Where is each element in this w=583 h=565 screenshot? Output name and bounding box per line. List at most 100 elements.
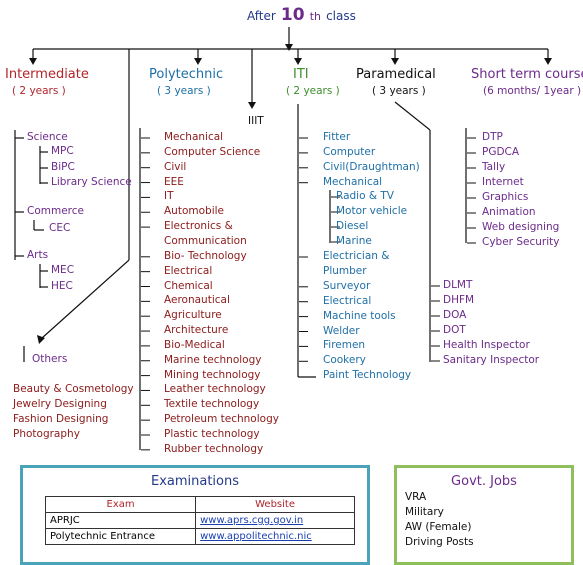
- list-item: Plastic technology: [164, 428, 260, 440]
- list-item: Bio- Technology: [164, 249, 247, 262]
- list-item: Welder: [323, 324, 360, 337]
- polytechnic-heading: Polytechnic: [149, 67, 224, 82]
- table-row: Polytechnic Entrance www.appolitechnic.n…: [44, 528, 355, 545]
- list-item: Electrical: [164, 264, 213, 277]
- polytechnic-duration: ( 3 years ): [157, 85, 211, 97]
- website-link-text[interactable]: www.appolitechnic.nic: [200, 531, 312, 542]
- govt-job-item: AW (Female): [405, 521, 472, 533]
- list-item: DHFM: [443, 294, 475, 306]
- list-item: Communication: [164, 234, 247, 247]
- list-item: Electrician &: [323, 250, 390, 262]
- arts-label: Arts: [27, 249, 49, 261]
- title-number: 10: [280, 5, 305, 25]
- others-item: Beauty & Cosmetology: [13, 383, 134, 395]
- title-prefix: After: [247, 9, 276, 23]
- list-item: DLMT: [443, 279, 473, 291]
- list-item: Plumber: [323, 264, 367, 277]
- list-item: Electrical: [323, 294, 372, 307]
- list-item: Electronics &: [164, 220, 233, 233]
- list-item: Computer: [323, 145, 376, 158]
- arts-item: MEC: [51, 264, 75, 276]
- table-row: APRJC www.aprs.cgg.gov.in: [44, 512, 355, 529]
- arts-item: HEC: [51, 280, 73, 292]
- list-item: Petroleum technology: [164, 413, 279, 426]
- list-item: Agriculture: [164, 309, 222, 322]
- science-item: MPC: [51, 145, 74, 157]
- list-item: Firemen: [323, 339, 366, 352]
- science-item: Library Science: [51, 176, 132, 188]
- list-item: Rubber technology: [164, 442, 264, 455]
- science-label: Science: [27, 131, 68, 143]
- iti-duration: ( 2 years ): [286, 85, 340, 97]
- others-item: Fashion Designing: [13, 413, 109, 425]
- list-item: Architecture: [164, 324, 229, 337]
- list-item: Paint Technology: [323, 369, 412, 382]
- intermediate-duration: ( 2 years ): [12, 85, 66, 97]
- list-item: Graphics: [482, 191, 529, 203]
- short-term-duration: (6 months/ 1year ): [483, 85, 582, 97]
- list-item: Computer Science: [164, 145, 261, 158]
- website-link[interactable]: www.aprs.cgg.gov.in: [195, 512, 355, 529]
- paramedical-duration: ( 3 years ): [372, 85, 426, 97]
- list-item: DTP: [482, 131, 503, 143]
- list-item: IT: [164, 190, 174, 203]
- list-item: Machine tools: [323, 309, 396, 322]
- col-exam-header: Exam: [44, 496, 197, 513]
- page-title: After 10 th class: [247, 5, 356, 25]
- list-item: Animation: [482, 206, 536, 218]
- list-item: Cyber Security: [482, 236, 560, 248]
- list-item: Fitter: [323, 131, 351, 143]
- list-item: Chemical: [164, 279, 213, 292]
- list-item: Tally: [482, 161, 506, 173]
- list-item: EEE: [164, 175, 184, 188]
- title-tail: class: [326, 9, 356, 23]
- list-item: Civil(Draughtman): [323, 160, 420, 173]
- examinations-box: Examinations Exam Website APRJC www.aprs…: [20, 465, 370, 565]
- examinations-table: Exam Website APRJC www.aprs.cgg.gov.in P…: [44, 496, 355, 545]
- govt-job-item: VRA: [405, 491, 427, 503]
- iti-heading: ITI: [293, 67, 309, 82]
- list-item: Internet: [482, 176, 524, 188]
- list-item: Mining technology: [164, 368, 261, 381]
- list-item: Bio-Medical: [164, 338, 225, 351]
- science-item: BiPC: [51, 161, 75, 173]
- govt-jobs-box: Govt. Jobs VRA Military AW (Female) Driv…: [394, 465, 574, 565]
- others-heading: Others: [32, 353, 68, 365]
- website-link-text[interactable]: www.aprs.cgg.gov.in: [200, 515, 304, 526]
- commerce-label: Commerce: [27, 205, 84, 217]
- iiit-heading: IIIT: [248, 115, 264, 127]
- website-link[interactable]: www.appolitechnic.nic: [195, 528, 355, 545]
- list-item: Leather technology: [164, 383, 266, 396]
- exam-cell: Polytechnic Entrance: [44, 528, 197, 545]
- others-item: Photography: [13, 428, 80, 440]
- short-term-heading: Short term courses: [471, 67, 583, 82]
- list-item: Sanitary Inspector: [443, 354, 540, 366]
- govt-job-item: Military: [405, 506, 444, 518]
- list-item: Mechanical: [323, 175, 383, 188]
- list-item: Textile technology: [164, 398, 260, 411]
- list-item: Radio & TV: [336, 190, 394, 202]
- list-item: Motor vehicle: [336, 205, 408, 217]
- list-item: DOA: [443, 309, 467, 321]
- table-header-row: Exam Website: [44, 496, 355, 513]
- title-suffix: th: [309, 10, 321, 23]
- govt-job-item: Driving Posts: [405, 536, 474, 548]
- col-website-header: Website: [195, 496, 355, 513]
- list-item: Aeronautical: [164, 294, 230, 307]
- commerce-item: CEC: [49, 222, 71, 234]
- list-item: Civil: [164, 160, 187, 173]
- list-item: PGDCA: [482, 146, 520, 158]
- list-item: Automobile: [164, 205, 224, 218]
- list-item: Surveyor: [323, 279, 371, 292]
- paramedical-heading: Paramedical: [356, 67, 436, 82]
- list-item: DOT: [443, 324, 466, 336]
- others-item: Jewelry Designing: [13, 398, 107, 410]
- list-item: Mechanical: [164, 131, 224, 143]
- list-item: Diesel: [336, 220, 369, 232]
- intermediate-heading: Intermediate: [5, 67, 89, 82]
- list-item: Marine technology: [164, 353, 262, 366]
- examinations-heading: Examinations: [150, 474, 240, 489]
- list-item: Health Inspector: [443, 339, 530, 351]
- list-item: Web designing: [482, 221, 560, 233]
